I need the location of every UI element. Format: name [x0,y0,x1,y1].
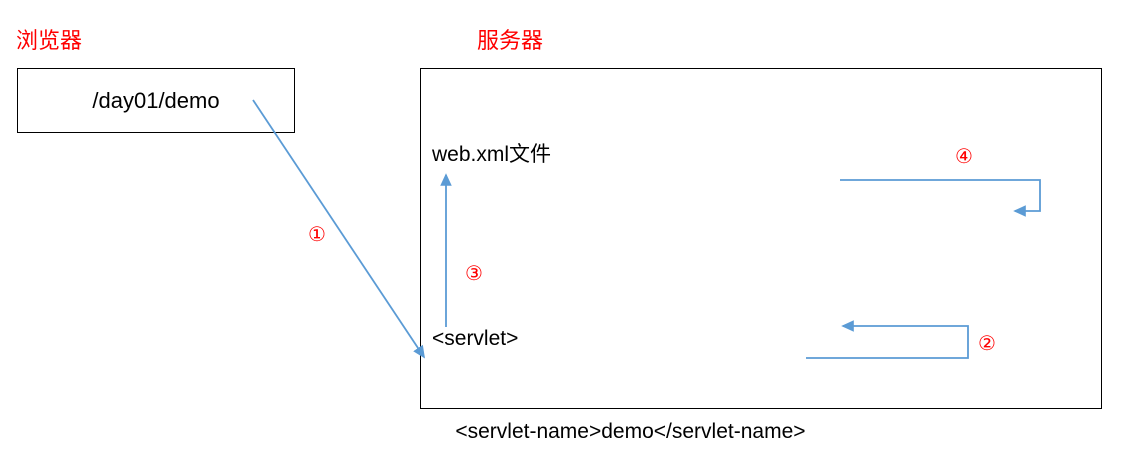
server-webxml-box: web.xml文件 <servlet> <servlet-name>demo</… [420,68,1102,443]
code-line-servlet-open: <servlet> [432,327,519,350]
step-marker-2: ② [978,333,996,355]
browser-url-text: /day01/demo [92,87,220,113]
browser-address-box: /day01/demo [17,68,295,133]
webxml-code-block: web.xml文件 <servlet> <servlet-name>demo</… [432,77,969,461]
step-marker-1: ① [308,224,326,246]
code-spacer [432,232,969,261]
step-marker-3: ③ [465,263,483,285]
step-marker-4: ④ [955,146,973,168]
server-section-title: 服务器 [477,28,544,53]
code-line-servlet-name: <servlet-name>demo</servlet-name> [432,420,806,443]
connector-1-request-flow [252,99,425,359]
webxml-file-label: web.xml文件 [432,143,552,166]
browser-section-title: 浏览器 [16,28,83,53]
